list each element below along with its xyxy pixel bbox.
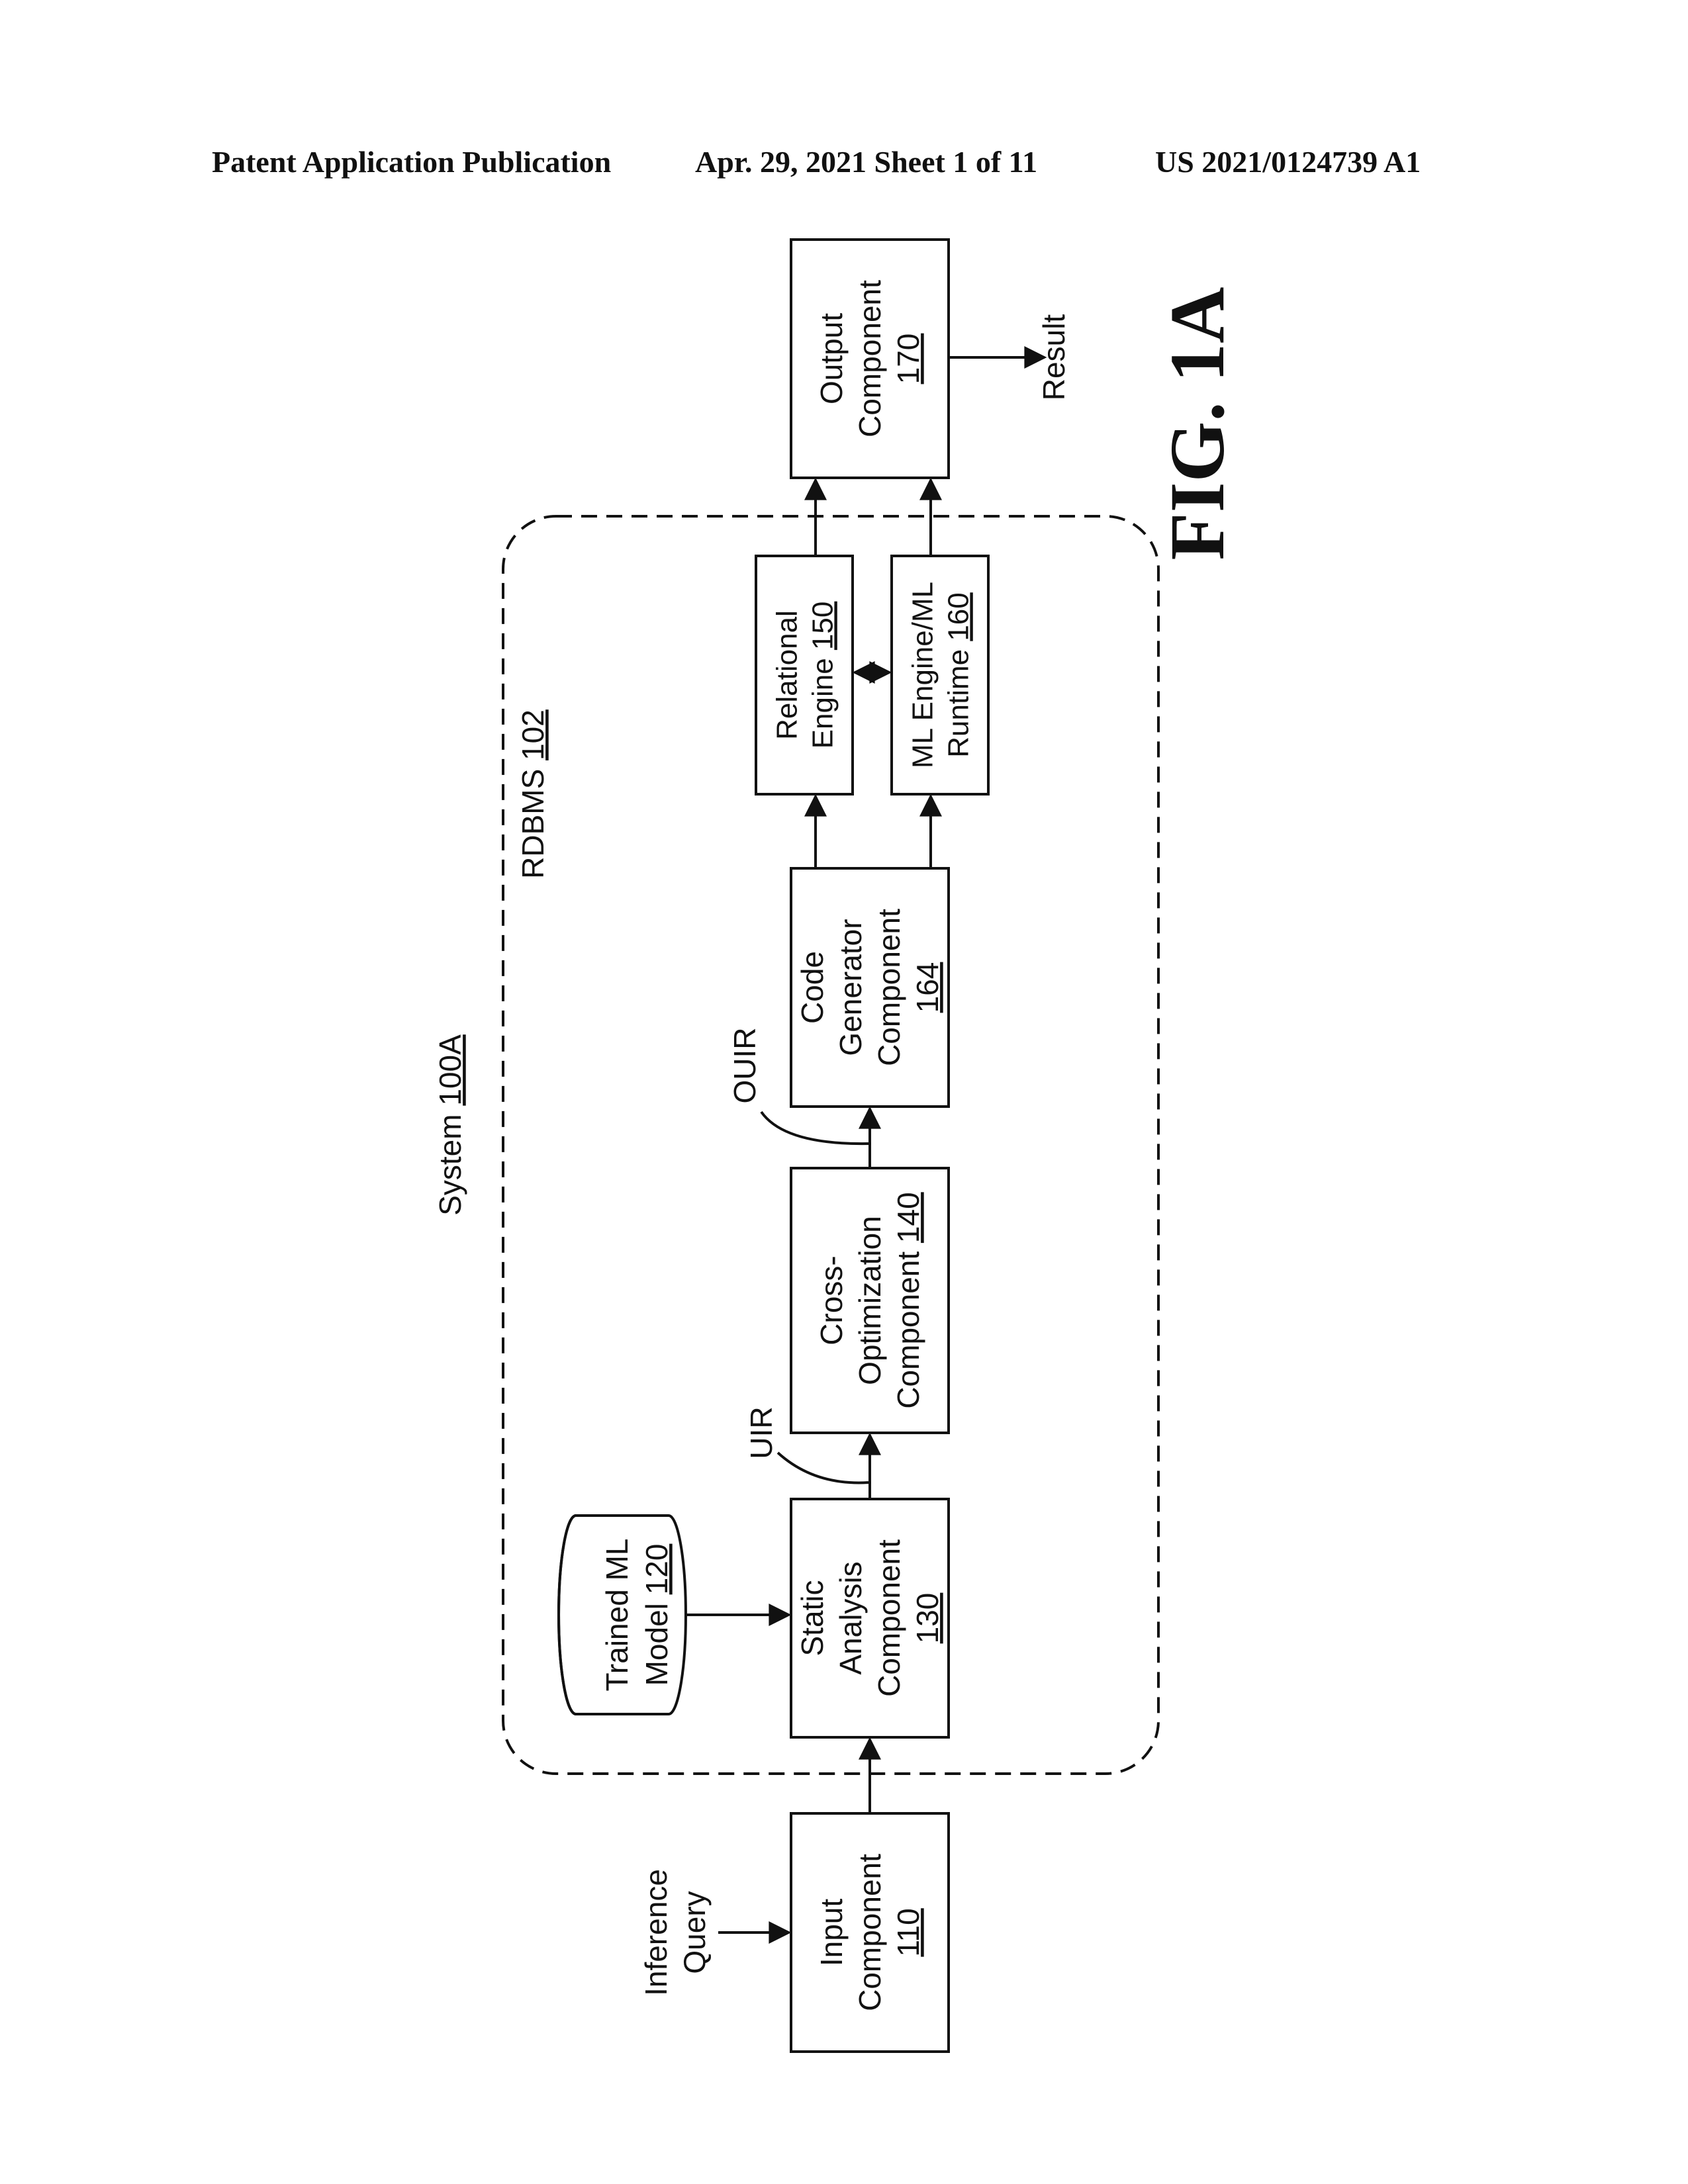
code-generator-label-line: Generator <box>833 919 868 1056</box>
rdbms-label: RDBMS 102 <box>516 709 550 879</box>
input-component-label-line: 110 <box>891 1908 925 1956</box>
figure-label: FIG. 1A <box>1154 287 1241 561</box>
output-component-label-line: Output <box>814 313 849 404</box>
static-analysis-label-line: Component <box>872 1539 906 1697</box>
inference-query-label-line: Inference <box>639 1869 673 1996</box>
input-component-label-line: Component <box>853 1854 887 2011</box>
trained-model-label-line: Model 120 <box>639 1544 674 1686</box>
output-component-label-line: Component <box>853 280 887 437</box>
ouir-label: OUIR <box>727 1028 762 1104</box>
uir-label-line: UIR <box>744 1406 778 1459</box>
static-analysis-label-line: Analysis <box>833 1561 868 1674</box>
code-generator-label-line: Code <box>795 951 829 1024</box>
code-generator-label-line: Component <box>872 909 906 1066</box>
inference-query-label: InferenceQuery <box>639 1869 712 1996</box>
cross-optimization-label-line: Cross- <box>814 1255 849 1345</box>
trained-model-label-line: Trained ML <box>600 1539 634 1692</box>
relational-engine-label-line: Engine 150 <box>806 602 839 749</box>
result-label: Result <box>1037 314 1071 401</box>
cross-optimization-label-line: Component 140 <box>891 1192 925 1408</box>
static-analysis-label-line: Static <box>795 1580 829 1656</box>
result-label-line: Result <box>1037 314 1071 401</box>
cross-optimization-label-line: Optimization <box>853 1216 887 1385</box>
code-generator-label-line: 164 <box>910 962 945 1013</box>
ml-engine-label-line: Runtime 160 <box>942 592 974 758</box>
ml-engine-label-line: ML Engine/ML <box>906 582 939 768</box>
ouir-label-line: OUIR <box>727 1028 762 1104</box>
input-component-label-line: Input <box>814 1899 849 1967</box>
rdbms-label-line: RDBMS 102 <box>516 709 550 879</box>
uir-label: UIR <box>744 1406 778 1459</box>
inference-query-label-line: Query <box>677 1891 712 1974</box>
static-analysis-label-line: 130 <box>910 1593 945 1644</box>
uir-leader <box>778 1453 868 1482</box>
system-label: System 100A <box>433 1034 467 1216</box>
output-component-label-line: 170 <box>891 334 925 385</box>
relational-engine-label-line: Relational <box>771 610 803 740</box>
ouir-leader <box>761 1112 868 1144</box>
system-label-line: System 100A <box>433 1034 467 1216</box>
